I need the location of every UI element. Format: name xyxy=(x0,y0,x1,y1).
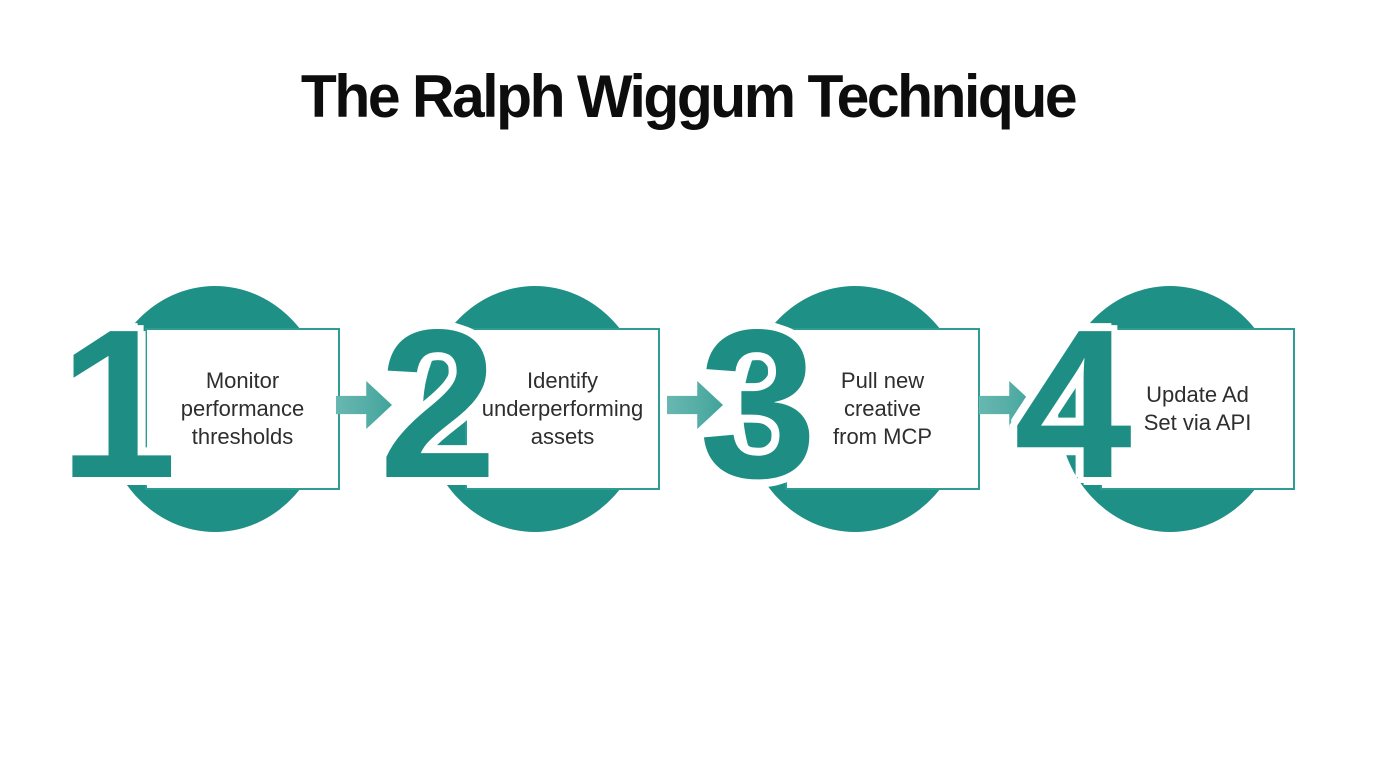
step-3-number: 3 xyxy=(699,285,817,522)
step-3: Pull new creative from MCP 3 xyxy=(699,280,1000,550)
step-4-label: Update Ad Set via API xyxy=(1143,382,1252,435)
step-1: Monitor performance thresholds 1 xyxy=(59,280,360,550)
step-4: Update Ad Set via API 4 xyxy=(1014,280,1315,550)
step-3-card: Pull new creative from MCP xyxy=(785,328,980,490)
step-1-number: 1 xyxy=(59,285,177,522)
step-1-card: Monitor performance thresholds xyxy=(145,328,340,490)
step-2-card: Identify underperforming assets xyxy=(465,328,660,490)
step-2-label: Identify underperforming assets xyxy=(481,368,644,449)
page-title: The Ralph Wiggum Technique xyxy=(300,63,1078,130)
step-4-number: 4 xyxy=(1014,285,1132,522)
step-2: Identify underperforming assets 2 xyxy=(379,280,680,550)
step-4-card: Update Ad Set via API xyxy=(1100,328,1295,490)
step-1-label: Monitor performance thresholds xyxy=(180,368,305,449)
step-3-label: Pull new creative from MCP xyxy=(833,368,932,449)
step-2-number: 2 xyxy=(379,285,497,522)
